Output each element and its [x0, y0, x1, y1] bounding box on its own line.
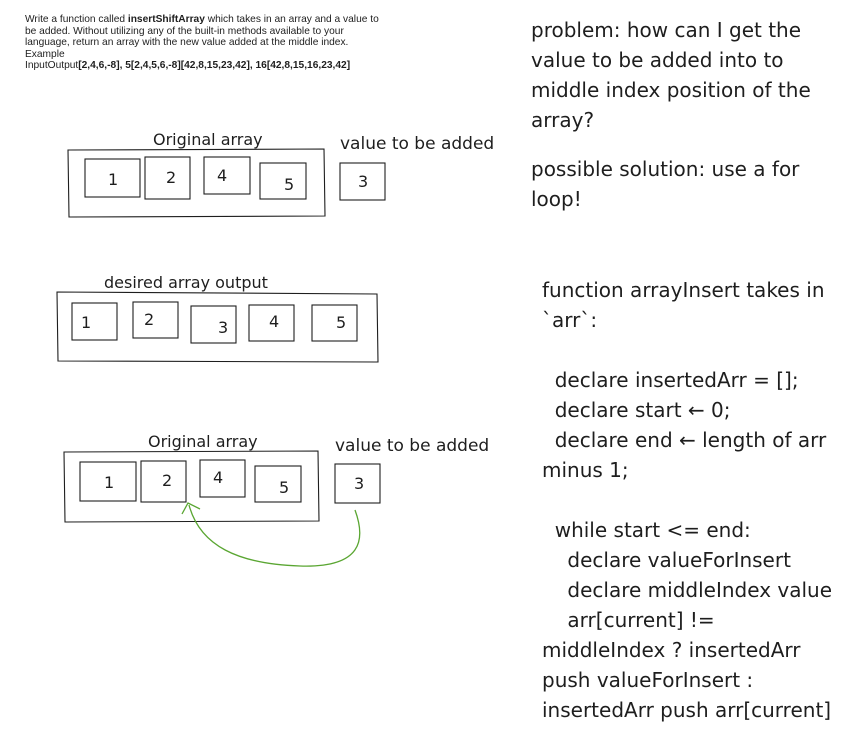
array-cell [259, 162, 307, 200]
array-container [67, 148, 326, 218]
array-cell [203, 156, 251, 195]
array-cell [84, 158, 141, 198]
insertion-arrow [181, 502, 361, 567]
array-cell [190, 305, 237, 344]
prompt-line-1: Write a function called insertShiftArray… [25, 14, 379, 25]
prompt-line-3: language, return an array with the new v… [25, 37, 349, 49]
array-container [63, 450, 320, 523]
array-cell [79, 461, 137, 502]
cell-value: 5 [279, 478, 290, 497]
array-cell [132, 301, 179, 339]
cell-value: 1 [108, 170, 119, 189]
pseudocode-note: function arrayInsert takes in `arr`: dec… [542, 278, 833, 722]
array-cell [144, 156, 191, 200]
example-data: [2,4,6,-8], 5[2,4,5,6,-8][42,8,15,23,42]… [78, 60, 351, 72]
cell-value: 5 [284, 175, 295, 194]
cell-value: 2 [166, 168, 177, 187]
solution-note: possible solution: use a for loop! [531, 157, 800, 211]
cell-value: 4 [217, 166, 228, 185]
cell-value: 1 [104, 473, 115, 492]
diagram-original-array-1 [67, 148, 386, 218]
insertion-arrowhead [181, 502, 201, 515]
cell-value: 2 [144, 310, 155, 329]
prompt-line-5: InputOutput[2,4,6,-8], 5[2,4,5,6,-8][42,… [25, 60, 351, 72]
function-name: insertShiftArray [127, 14, 205, 25]
array-cell [71, 302, 118, 341]
cell-value: 4 [269, 312, 280, 331]
insertion-arrow-curve [188, 504, 361, 567]
desired-output-title: desired array output [104, 273, 268, 292]
value-to-add: 3 [354, 474, 365, 493]
cell-value: 3 [218, 318, 229, 337]
diagram-original-array-2 [63, 450, 381, 523]
array-cell [140, 460, 187, 503]
array-cell [199, 459, 246, 498]
cell-value: 1 [81, 313, 92, 332]
value-to-add-label: value to be added [340, 134, 495, 154]
original-array-title: Original array [148, 432, 258, 451]
array-cell [248, 304, 295, 342]
problem-note: problem: how can I get the value to be a… [531, 18, 811, 132]
value-to-add-label: value to be added [335, 436, 490, 456]
value-box [339, 162, 386, 201]
value-box [334, 463, 381, 504]
value-to-add: 3 [358, 172, 369, 191]
array-cell [311, 304, 358, 342]
array-cell [254, 465, 302, 503]
cell-value: 4 [213, 468, 224, 487]
problem-statement: Write a function called insertShiftArray… [25, 14, 425, 72]
prompt-line-2: be added. Without utilizing any of the b… [25, 25, 344, 37]
diagram-desired-output [56, 291, 379, 363]
array-container [56, 291, 379, 363]
cell-value: 5 [336, 313, 347, 332]
cell-value: 2 [162, 471, 173, 490]
original-array-title: Original array [153, 130, 263, 149]
prompt-line-4: Example [25, 48, 65, 60]
